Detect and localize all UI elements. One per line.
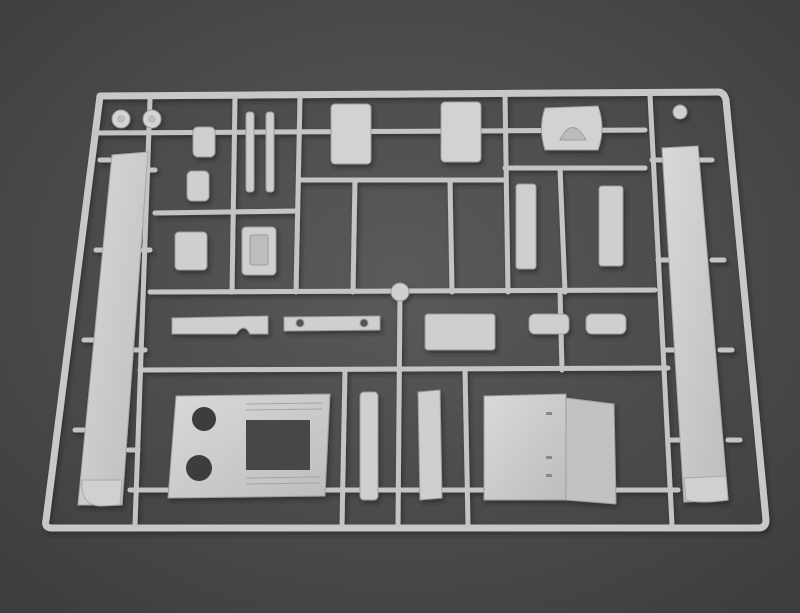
round-part-top-right <box>672 104 688 120</box>
outer-runner <box>42 88 770 532</box>
round-parts-top-left <box>111 109 162 129</box>
bracket-parts <box>359 183 624 501</box>
top-block-parts <box>330 101 603 165</box>
floor-plate <box>167 393 331 499</box>
box-parts-left <box>174 226 277 276</box>
hull-box-part <box>483 393 617 505</box>
sprue-frame <box>42 88 770 532</box>
left-side-plate <box>77 151 149 507</box>
right-side-plate <box>661 145 729 503</box>
cylinder-parts <box>186 126 627 335</box>
runner-hub <box>390 282 410 302</box>
middle-plates <box>171 313 496 351</box>
rod-parts <box>245 111 275 193</box>
